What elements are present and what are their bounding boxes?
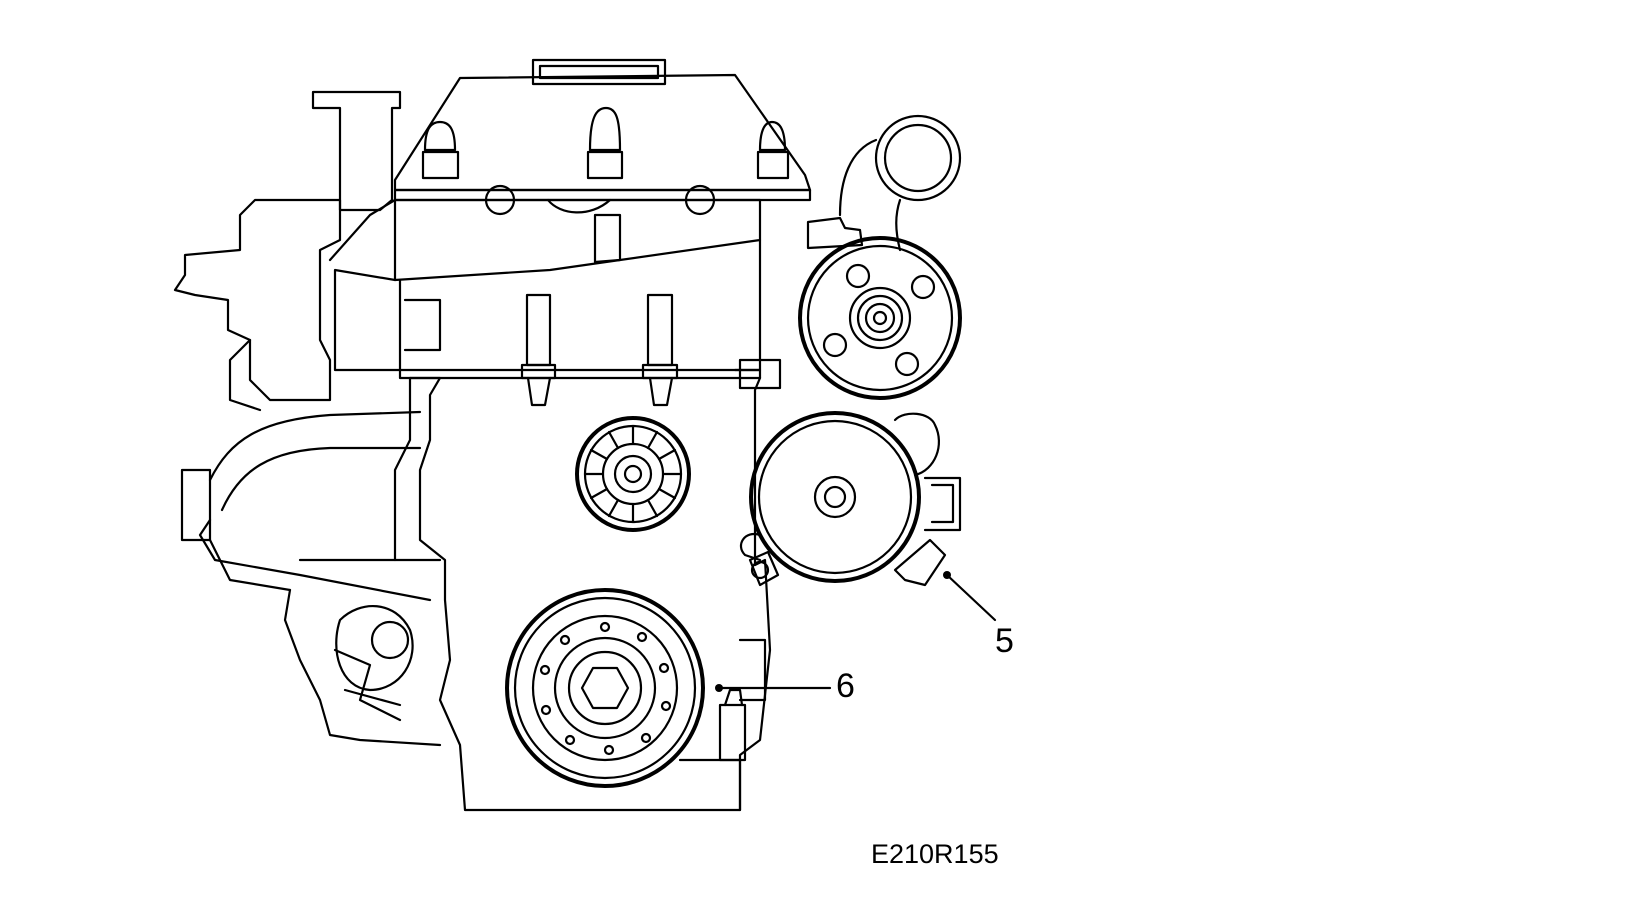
callout-leaders	[715, 571, 997, 692]
callout-5-label: 5	[995, 622, 1014, 660]
callout-5-leader	[945, 573, 997, 622]
intake-pipe	[806, 114, 962, 252]
valve-cover	[393, 58, 812, 192]
power-steering-pump-pulley	[798, 236, 962, 400]
cylinder-head	[328, 184, 812, 407]
exhaust-manifold-assembly	[173, 90, 442, 747]
crankshaft-pulley	[505, 588, 705, 788]
alternator-pulley	[748, 411, 962, 587]
figure-code: E210R155	[871, 839, 999, 869]
callout-6-label: 6	[836, 667, 855, 705]
idler-pulley	[575, 416, 691, 532]
